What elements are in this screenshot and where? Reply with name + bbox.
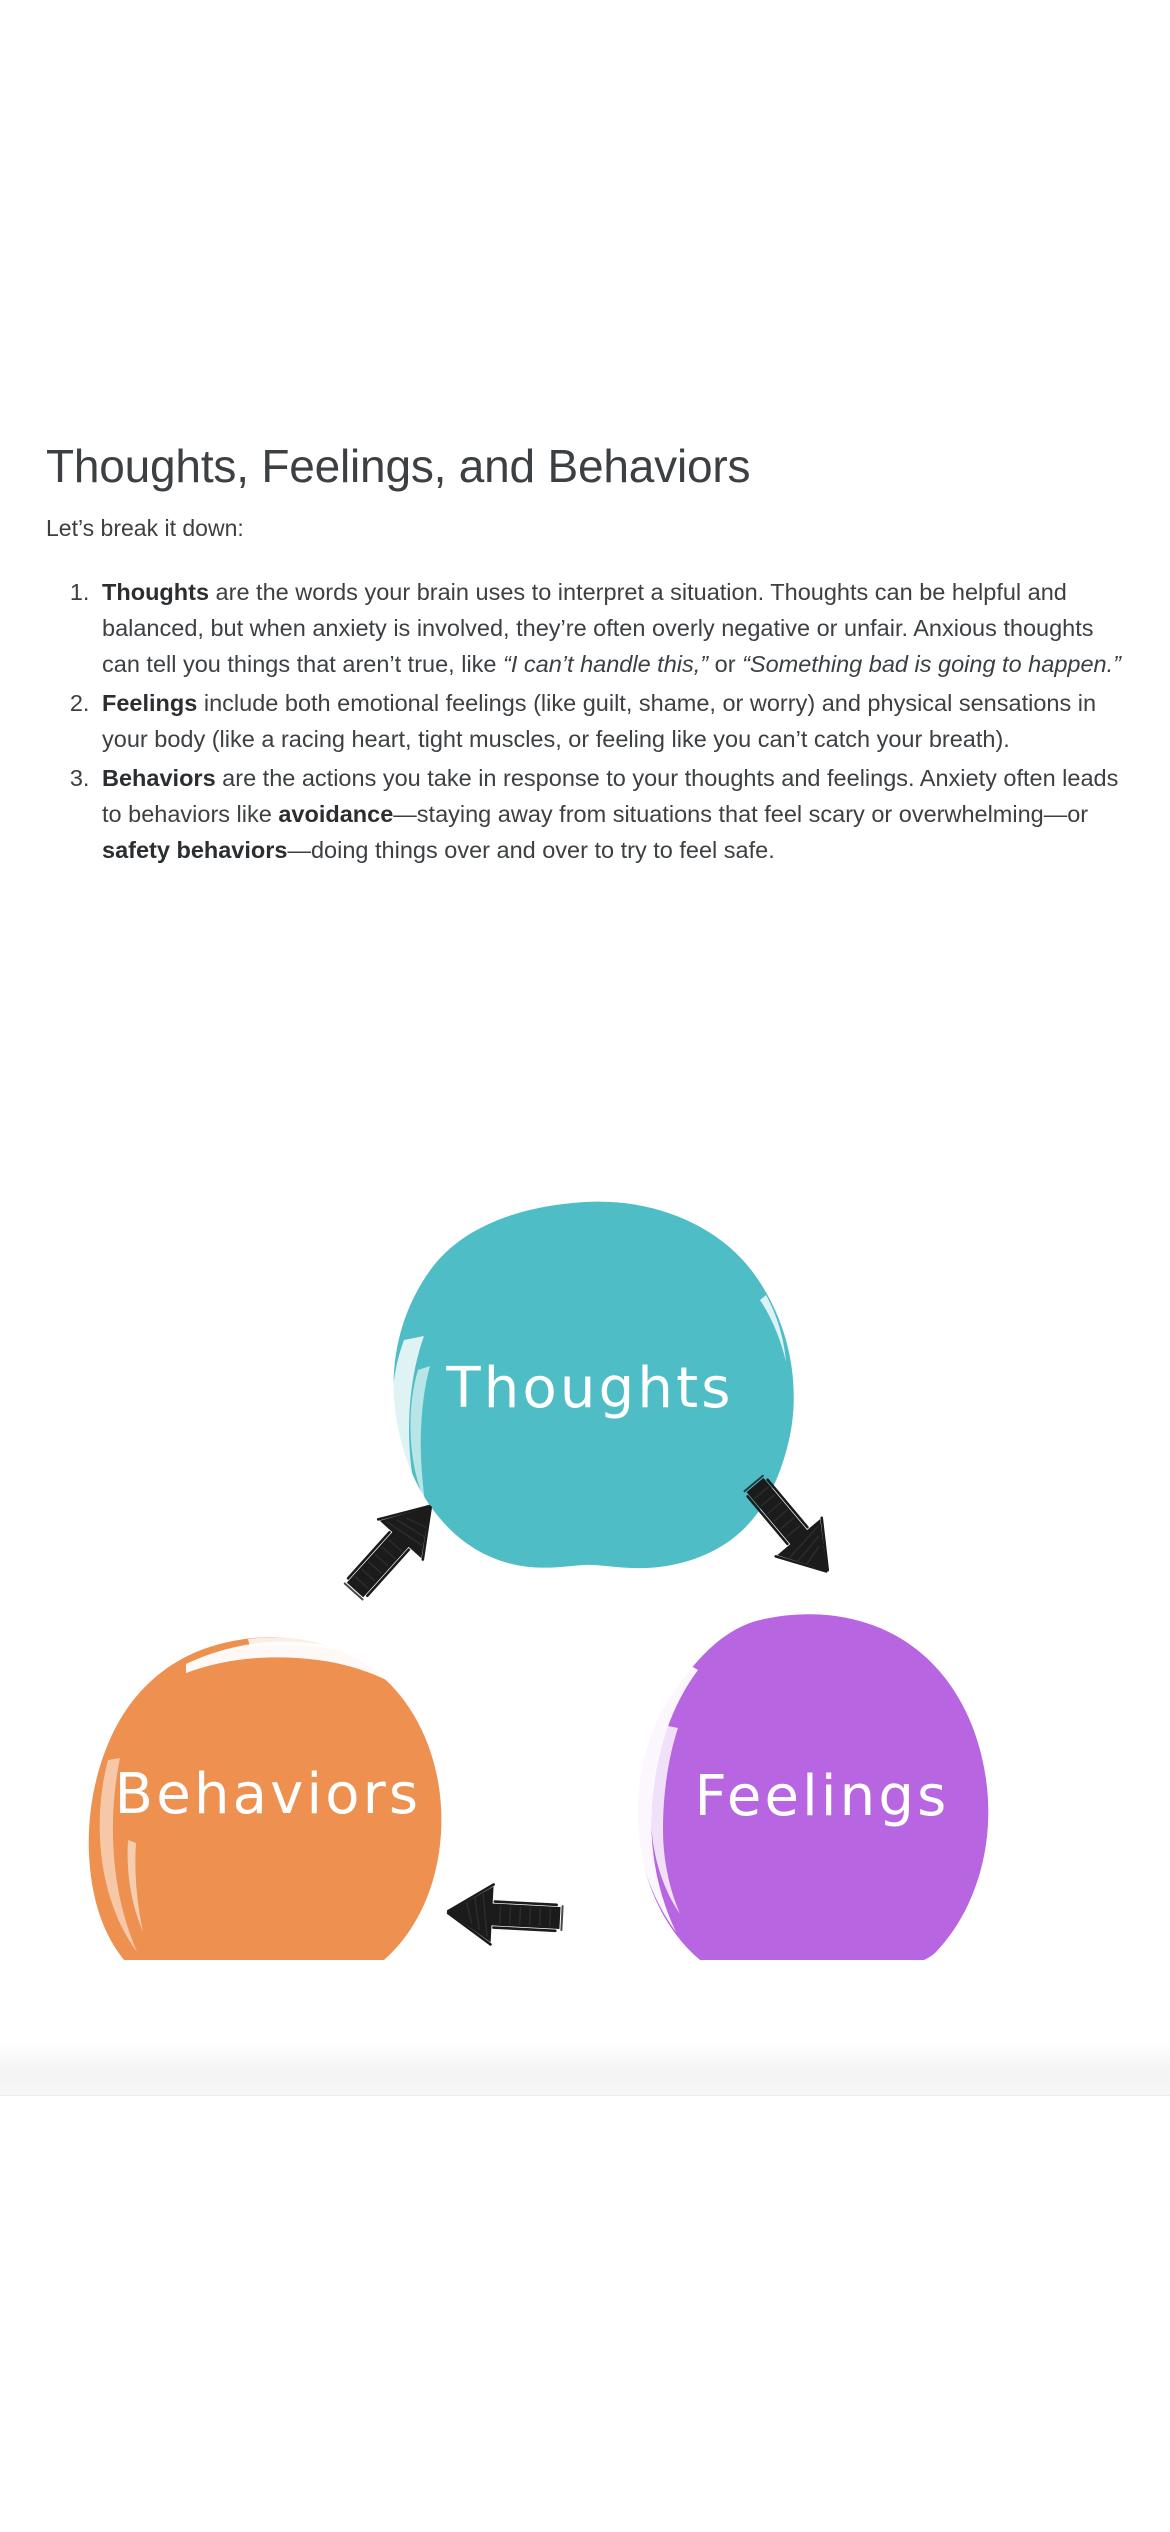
page-title: Thoughts, Feelings, and Behaviors xyxy=(46,440,751,492)
list-item-term-safety-behaviors: safety behaviors xyxy=(102,836,288,863)
list-item-text-cont: —staying away from situations that feel … xyxy=(393,800,1089,827)
behaviors-brush-gap-top xyxy=(186,1641,419,1700)
behaviors-brush-gap-top-2 xyxy=(248,1637,366,1658)
content-bottom-fade xyxy=(0,2043,1170,2095)
list-item-term: Behaviors xyxy=(102,764,216,791)
list-item-text: are the actions you take in response to … xyxy=(102,764,1119,827)
list-item: Behaviors are the actions you take in re… xyxy=(96,761,1124,869)
cbt-triangle-diagram: Thoughts Behaviors xyxy=(0,1140,1170,1960)
list-item-text: are the words your brain uses to interpr… xyxy=(102,579,1094,677)
arrow-behaviors-to-thoughts-icon xyxy=(343,1504,432,1601)
list-item-text: include both emotional feelings (like gu… xyxy=(102,689,1097,752)
feelings-brush-gap-left xyxy=(635,1664,698,1932)
thoughts-label: Thoughts xyxy=(445,1356,733,1421)
behaviors-blob xyxy=(88,1637,442,1960)
node-feelings: Feelings xyxy=(635,1614,989,1960)
list-item-term-avoidance: avoidance xyxy=(278,800,394,827)
diagram-canvas: Thoughts Behaviors xyxy=(88,1201,989,1960)
thoughts-brush-gap-2 xyxy=(760,1295,786,1362)
list-item-term: Thoughts xyxy=(102,579,210,605)
feelings-label: Feelings xyxy=(695,1764,950,1829)
list-item-text-end: —doing things over and over to try to fe… xyxy=(287,836,775,863)
list-item-term: Feelings xyxy=(102,689,198,716)
list-item-quote-2: “Something bad is going to happen.” xyxy=(742,650,1121,677)
node-behaviors: Behaviors xyxy=(88,1637,442,1960)
thoughts-blob xyxy=(393,1201,794,1569)
thoughts-brush-highlight xyxy=(392,1336,424,1517)
lede-text: Let’s break it down: xyxy=(46,515,244,542)
feelings-brush-gap-left-2 xyxy=(651,1726,680,1914)
node-thoughts: Thoughts xyxy=(392,1201,794,1569)
behaviors-brush-highlight-left xyxy=(99,1758,137,1952)
behaviors-label: Behaviors xyxy=(115,1762,422,1827)
content-bottom-divider xyxy=(0,2095,1170,2096)
behaviors-brush-highlight-left-2 xyxy=(127,1840,143,1932)
list-item: Feelings include both emotional feelings… xyxy=(96,686,1124,758)
arrow-thoughts-to-feelings-icon xyxy=(743,1474,830,1573)
list-item-quote: “I can’t handle this,” xyxy=(503,650,709,677)
feelings-blob xyxy=(637,1614,989,1960)
breakdown-list: Thoughts are the words your brain uses t… xyxy=(46,575,1124,869)
list-item-text-cont: or xyxy=(708,650,743,677)
arrow-feelings-to-behaviors-icon xyxy=(446,1883,564,1946)
thoughts-brush-highlight-2 xyxy=(410,1366,430,1502)
article-body: Thoughts, Feelings, and Behaviors Let’s … xyxy=(46,440,1124,872)
feelings-brush-gap-left-3 xyxy=(646,1638,704,1700)
list-item: Thoughts are the words your brain uses t… xyxy=(96,575,1124,683)
